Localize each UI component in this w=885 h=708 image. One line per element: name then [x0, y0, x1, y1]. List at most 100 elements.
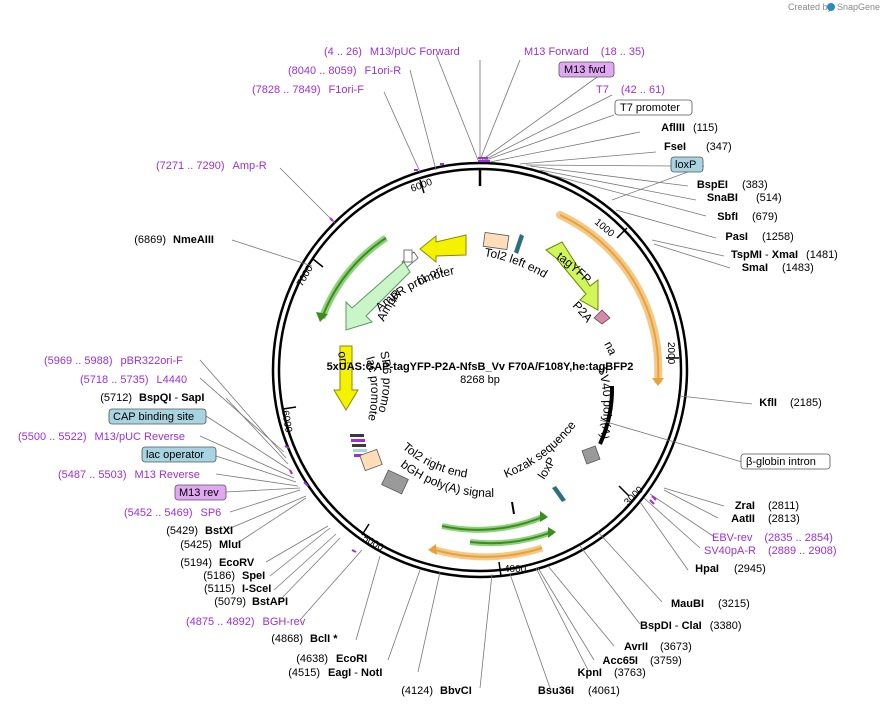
kozak-marker	[511, 501, 515, 515]
tick-label-5000: 5000	[361, 533, 386, 554]
enzyme-bstXI-pos: (5429)	[166, 525, 198, 537]
enzyme-snaBI-pos: (514)	[756, 192, 782, 204]
snapgene-logo-icon	[827, 3, 835, 11]
enzyme-bstAPI-pos: (5079)	[214, 596, 246, 608]
primer-m13-puc-forward: (4 .. 26)M13/pUC Forward	[324, 46, 460, 58]
f1-ori-arrow	[419, 234, 467, 264]
enzyme-bsu36I-pos: (4061)	[588, 685, 620, 697]
enzyme-smaI-name: SmaI	[742, 262, 768, 274]
primer-amp-r: (7271 .. 7290)Amp-R	[156, 160, 267, 172]
green-arc-bottom-1-head	[540, 511, 548, 522]
enzyme-zraI-pos: (2811)	[768, 500, 799, 512]
tick-label-6000: 6000	[279, 410, 294, 434]
outer-features	[316, 211, 664, 561]
m13-fwd-box	[558, 61, 615, 78]
orange-arc-right-head	[652, 378, 664, 386]
enzyme-aatII-name: AatII	[731, 513, 755, 525]
enzyme-bbvCI-pos: (4124)	[401, 685, 433, 697]
primer-pbr322ori-f: (5969 .. 5988)pBR322ori-F	[44, 355, 183, 367]
backbone-outer-circle	[271, 161, 689, 579]
enzyme-pasI-pos: (1258)	[762, 231, 794, 243]
primer-m13-reverse: (5487 .. 5503)M13 Reverse	[58, 469, 200, 481]
green-feature-arc-left-core	[321, 237, 387, 319]
beta-globin-box	[740, 453, 831, 470]
enzyme-isceI-pos: (5115)	[204, 583, 235, 595]
enzyme-avrII-name: AvrII	[624, 641, 648, 653]
enzyme-eagI-pos: (4515)	[288, 667, 320, 679]
enzyme-kflI-pos: (2185)	[790, 397, 822, 409]
inner-features	[333, 231, 615, 515]
ampr-arrow	[345, 261, 411, 331]
enzyme-bspQI-pos: (5712)	[100, 392, 132, 404]
leader-lines	[199, 53, 753, 689]
tick-label-4000: 4000	[504, 564, 527, 575]
cap-binding-box	[108, 408, 207, 425]
enzyme-sbfI-name: SbfI	[717, 211, 738, 223]
enzyme-bspDI-claI: BspDI - ClaI(3380)	[640, 620, 742, 632]
primer-f1ori-f: (7828 .. 7849)F1ori-F	[252, 84, 364, 96]
credit-prefix: Created by	[788, 2, 833, 12]
enzyme-speI-pos: (5186)	[203, 570, 235, 582]
m13-fwd-label: M13 fwd	[564, 64, 606, 76]
enzyme-mauBI-pos: (3215)	[718, 598, 750, 610]
primer-m13-forward: M13 Forward(18 .. 35)	[524, 46, 645, 58]
enzyme-ecoRI-name: EcoRI	[336, 653, 367, 665]
enzyme-sbfI-pos: (679)	[752, 211, 778, 223]
beta-globin-label: β-globin intron	[746, 456, 816, 468]
svg-text:SV40 poly(A): SV40 poly(A)	[595, 365, 615, 440]
enzyme-ecoRV-name: EcoRV	[219, 557, 255, 569]
enzyme-fseI-pos: (347)	[706, 141, 732, 153]
sv40-polya-label: SV40 poly(A)	[595, 365, 615, 440]
enzyme-aatII-pos: (2813)	[768, 513, 800, 525]
enzyme-hpaI-name: HpaI	[695, 563, 719, 575]
plasmid-length: 8268 bp	[460, 374, 500, 386]
enzyme-avrII-pos: (3673)	[660, 641, 692, 653]
enzyme-mluI-name: MluI	[219, 539, 241, 551]
ori-arrow	[333, 345, 359, 411]
tol2-right-box	[359, 448, 383, 472]
enzyme-kflI-name: KflI	[759, 397, 777, 409]
enzyme-zraI-name: ZraI	[735, 500, 755, 512]
ampr-promoter-marker	[403, 249, 413, 263]
snapgene-credit: Created by SnapGene	[788, 2, 880, 12]
sv40-gray-box	[581, 445, 601, 465]
enzyme-isceI-name: I-SceI	[242, 583, 271, 595]
enzyme-snaBI-name: SnaBI	[707, 192, 738, 204]
enzyme-eagI-notI: EagI - NotI	[328, 667, 382, 679]
loxp-top-marker	[514, 234, 524, 254]
plasmid-name: 5xUAS:GAP-tagYFP-P2A-NfsB_Vv F70A/F108Y,…	[327, 361, 634, 373]
orange-feature-arc-right-core	[559, 214, 660, 381]
tick-marks	[282, 179, 679, 577]
t7-promoter-box	[614, 99, 693, 116]
cap-binding-label: CAP binding site	[113, 411, 194, 423]
enzyme-bspQI-sapI: BspQI - SapI	[139, 392, 204, 404]
loxp-box	[670, 156, 704, 173]
credit-brand: SnapGene	[837, 2, 880, 12]
boxed-labels: M13 fwd T7 promoter loxP β-globin intron…	[108, 61, 831, 501]
enzyme-hpaI-pos: (2945)	[734, 563, 766, 575]
enzyme-bbvCI-name: BbvCI	[440, 685, 472, 697]
enzyme-acc65I-name: Acc65I	[603, 655, 638, 667]
enzyme-pasI-name: PasI	[725, 231, 748, 243]
primer-sv40pa-r: SV40pA-R(2889 .. 2908)	[704, 545, 836, 557]
enzyme-bstAPI-name: BstAPI	[252, 596, 288, 608]
t7-promoter-label: T7 promoter	[620, 102, 680, 114]
enzyme-bspEI-pos: (383)	[742, 179, 768, 191]
tick-label-7000: 7000	[295, 263, 316, 288]
primer-bgh-rev: (4875 .. 4892)BGH-rev	[186, 616, 306, 628]
enzyme-kpnI-name: KpnI	[578, 667, 602, 679]
enzyme-nmeAIII-name: NmeAIII	[173, 234, 214, 246]
primer-ebv-rev: EBV-rev(2835 .. 2854)	[712, 532, 833, 544]
tol2-left-box	[482, 231, 510, 251]
orange-arc-bottom-head	[428, 544, 437, 555]
enzyme-ecoRI-pos: (4638)	[296, 653, 328, 665]
lac-operator-box	[141, 446, 217, 463]
primer-labels: (4 .. 26)M13/pUC Forward M13 Forward(18 …	[18, 46, 836, 628]
loxp-label: loxP	[675, 159, 696, 171]
enzyme-bclI-pos: (4868)	[271, 633, 303, 645]
primer-t7: T7(42 .. 61)	[596, 84, 665, 96]
enzyme-bclI-name: BclI *	[310, 633, 338, 645]
enzyme-labels: AflIII (115) FseI (347) BspEI (383) SnaB…	[100, 122, 838, 697]
tick-label-2000: 2000	[665, 342, 676, 365]
